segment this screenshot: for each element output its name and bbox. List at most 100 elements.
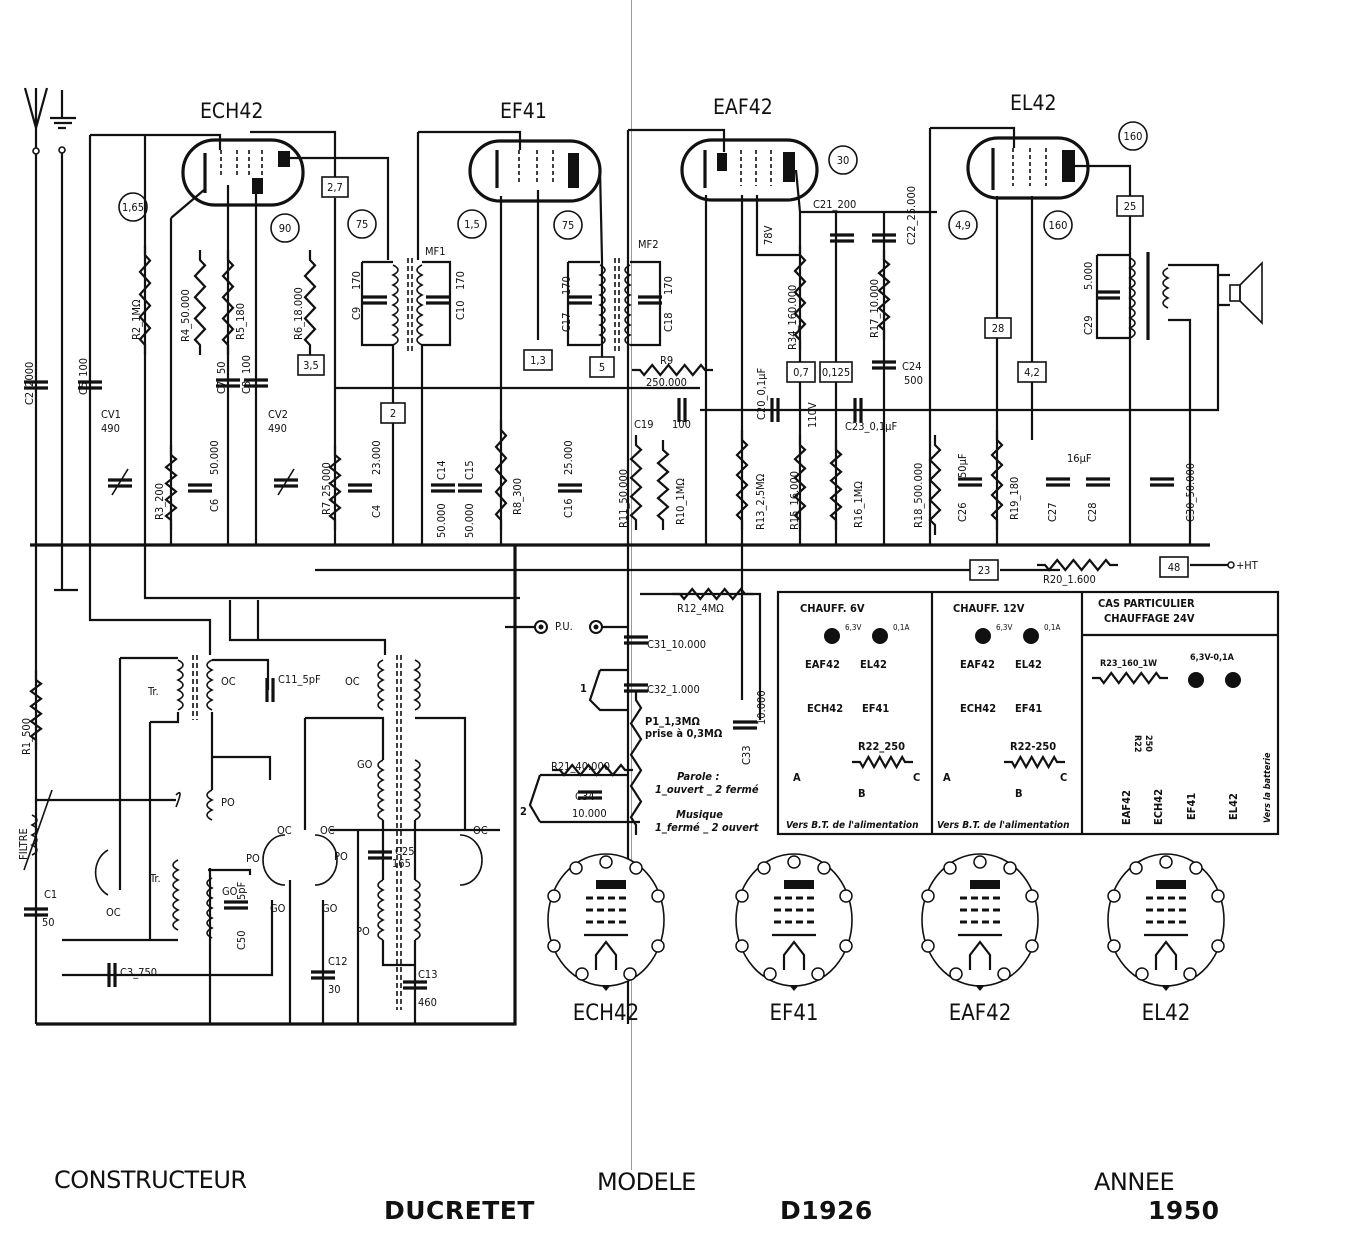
svg-text:C23_0,1µF: C23_0,1µF — [845, 420, 897, 433]
voltage-marker: 75 — [347, 209, 377, 239]
svg-text:2: 2 — [520, 805, 527, 818]
socket-outline — [1107, 853, 1225, 987]
svg-text:C8: C8 — [240, 381, 253, 394]
svg-text:2,7: 2,7 — [327, 181, 343, 194]
svg-text:C33: C33 — [740, 745, 753, 765]
resistor-symbol — [303, 250, 317, 355]
svg-text:P1_1,3MΩ: P1_1,3MΩ — [645, 715, 700, 728]
capacitor-symbol — [1086, 477, 1110, 487]
svg-text:GO: GO — [357, 758, 373, 771]
svg-text:R4_50.000: R4_50.000 — [179, 289, 192, 342]
svg-text:+HT: +HT — [1236, 559, 1259, 572]
svg-text:C21_200: C21_200 — [813, 198, 856, 211]
svg-text:B: B — [1015, 787, 1023, 800]
switch-1[interactable] — [588, 668, 628, 712]
chassis-earth-wire — [54, 153, 78, 592]
svg-text:25: 25 — [1124, 200, 1137, 213]
socket-pin — [839, 889, 853, 903]
socket-pin — [623, 967, 637, 981]
socket-pin — [1211, 939, 1225, 953]
capacitor-symbol — [216, 378, 240, 388]
resistor-symbol — [793, 435, 807, 530]
socket-pin — [1211, 889, 1225, 903]
current-marker: 2,7 — [321, 176, 349, 198]
svg-text:CV2: CV2 — [268, 408, 288, 421]
svg-text:25.000: 25.000 — [562, 440, 575, 475]
voltage-marker: 90 — [270, 213, 300, 243]
pickup-jack-right[interactable] — [589, 620, 603, 634]
current-marker: 23 — [969, 559, 999, 581]
current-marker: 3,5 — [297, 354, 325, 376]
svg-text:C: C — [913, 771, 920, 784]
pickup-jack-left[interactable] — [534, 620, 548, 634]
capacitor-symbol — [677, 398, 687, 422]
svg-text:460: 460 — [418, 996, 437, 1009]
heater-panels — [776, 590, 1280, 836]
capacitor-symbol — [624, 635, 648, 645]
socket-pin — [1159, 855, 1173, 869]
resistors-group — [29, 245, 1168, 835]
capacitor-symbol — [624, 683, 648, 693]
svg-text:C22_25.000: C22_25.000 — [905, 186, 918, 245]
tube-el42 — [966, 136, 1090, 200]
socket-label: EL42 — [1142, 1001, 1191, 1026]
svg-text:R6_18.000: R6_18.000 — [292, 287, 305, 340]
socket-diagram-eaf42: EAF42 — [921, 853, 1039, 1026]
svg-text:C3_750: C3_750 — [120, 966, 157, 979]
svg-text:R11_50.000: R11_50.000 — [617, 469, 630, 528]
socket-grids — [774, 896, 814, 924]
socket-outline — [735, 853, 853, 987]
transformer-mf2 — [566, 258, 662, 352]
svg-text:30: 30 — [328, 983, 341, 996]
constructeur-label: CONSTRUCTEUR — [54, 1166, 247, 1194]
svg-text:6,3V: 6,3V — [996, 623, 1012, 632]
svg-text:R20_1.600: R20_1.600 — [1043, 573, 1096, 586]
socket-heater — [772, 933, 816, 970]
svg-text:1,65: 1,65 — [122, 201, 144, 214]
resistor-symbol — [656, 440, 670, 530]
svg-text:90: 90 — [279, 222, 292, 235]
svg-text:Vers la batterie: Vers la batterie — [1263, 752, 1273, 823]
tube-eaf42 — [680, 138, 819, 202]
svg-text:50: 50 — [215, 361, 228, 374]
resistor-symbol — [629, 690, 643, 835]
socket-outline — [547, 853, 665, 987]
resistor-symbol — [629, 435, 643, 530]
svg-text:R2_1MΩ: R2_1MΩ — [130, 299, 143, 340]
socket-anode — [970, 880, 1000, 889]
resistor-symbol — [328, 445, 342, 530]
tube-label-el42: EL42 — [1010, 91, 1057, 115]
svg-text:3,5: 3,5 — [303, 359, 319, 372]
capacitor-symbol — [1150, 477, 1174, 487]
svg-text:110V: 110V — [806, 402, 819, 428]
svg-text:490: 490 — [101, 422, 120, 435]
voltage-marker: 30 — [828, 145, 858, 175]
svg-text:490: 490 — [268, 422, 287, 435]
svg-text:6,3V: 6,3V — [845, 623, 861, 632]
svg-text:Parole :: Parole : — [677, 770, 719, 783]
svg-text:C4: C4 — [370, 505, 383, 518]
switch-2[interactable] — [528, 773, 628, 823]
svg-text:C19: C19 — [634, 418, 654, 431]
svg-text:C25: C25 — [395, 845, 415, 858]
socket-anode — [1156, 880, 1186, 889]
svg-text:PO: PO — [356, 925, 370, 938]
socket-label: ECH42 — [573, 1001, 639, 1026]
svg-text:Vers B.T. de l'alimentation: Vers B.T. de l'alimentation — [937, 820, 1070, 831]
antenna-icon — [23, 87, 49, 155]
tube-ef41 — [468, 139, 602, 203]
capacitor-symbol — [1046, 477, 1070, 487]
capacitor-symbol — [24, 907, 48, 917]
capacitor-symbol — [872, 233, 896, 243]
svg-text:EF41: EF41 — [862, 702, 889, 715]
svg-text:10.000: 10.000 — [572, 807, 607, 820]
svg-text:R9: R9 — [660, 354, 673, 367]
socket-pin — [735, 939, 749, 953]
current-marker: 1,3 — [523, 349, 553, 371]
svg-text:OC: OC — [320, 824, 335, 837]
svg-text:4,2: 4,2 — [1024, 366, 1040, 379]
svg-text:C16: C16 — [562, 498, 575, 518]
svg-text:30: 30 — [837, 154, 850, 167]
svg-text:OC: OC — [345, 675, 360, 688]
